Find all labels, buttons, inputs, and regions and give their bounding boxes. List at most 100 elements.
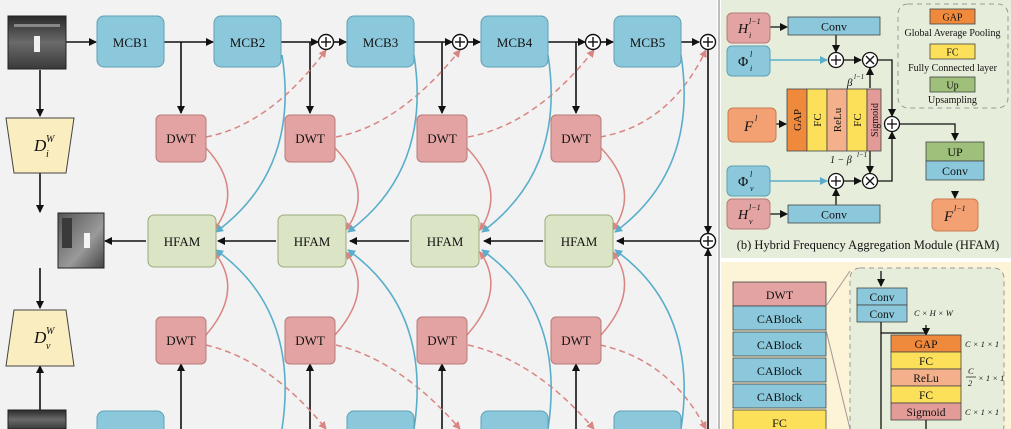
legend-fc-desc: Fully Connected layer	[908, 63, 998, 74]
hfam-2: HFAM	[294, 234, 331, 249]
mcb-row-bottom	[96, 410, 682, 429]
disc-v-sub: v	[46, 341, 51, 352]
legend-box	[897, 3, 1009, 109]
hfam-sigmoid-layer	[866, 88, 882, 152]
hfam-conv-bottom-label: Conv	[821, 208, 847, 222]
mcb-block-5: MCB5	[613, 15, 682, 68]
phi-v-sup: l	[750, 170, 753, 179]
hfam-4: HFAM	[561, 234, 598, 249]
hfam-gap-label: GAP	[792, 109, 804, 131]
cablock-relu: ReLu	[913, 373, 939, 385]
disc-i-sup: W	[46, 134, 56, 145]
hfam-input-hi	[726, 12, 771, 44]
cablock-dim-relu-tail: × 1 × 1	[978, 373, 1004, 383]
dwt-bottom-1: DWT	[166, 333, 196, 348]
hfam-sigmoid-label: Sigmoid	[870, 103, 881, 137]
one-minus-beta-sup: l−1	[857, 151, 867, 159]
hfam-row: HFAM HFAM HFAM HFAM	[147, 214, 614, 268]
dwt-top-1: DWT	[166, 131, 196, 146]
cablock-dim-relu-c: C	[968, 366, 974, 376]
hfam-caption: (b) Hybrid Frequency Aggregation Module …	[737, 238, 1000, 252]
hfam-panel: GAP Global Average Pooling FC Fully Conn…	[726, 3, 1009, 252]
infrared-input-image	[7, 15, 67, 70]
hfam-up-conv-label: Conv	[942, 164, 968, 178]
mcb-stack-cablock-1: CABlock	[757, 312, 802, 326]
zoom-line-top	[825, 270, 851, 307]
fl-sup: l	[755, 114, 758, 123]
hv-sup: l−1	[749, 203, 761, 212]
phi-v-label: Φ	[738, 175, 748, 190]
hv-sub: v	[749, 217, 753, 226]
mcb-block-4: MCB4	[480, 15, 549, 68]
hfam-input-fl	[727, 107, 777, 143]
hfam-3: HFAM	[427, 234, 464, 249]
fused-output-image	[57, 212, 105, 269]
main-flow-lines	[36, 38, 712, 429]
mcb-row-top: MCB1 MCB2 MCB3 MCB4 MCB5	[96, 15, 682, 68]
hfam-output-sup: l−1	[954, 204, 966, 213]
hfam-1: HFAM	[164, 234, 201, 249]
mcb-stack-cablock-3: CABlock	[757, 364, 802, 378]
legend-up-desc: Upsampling	[928, 95, 977, 106]
hfam-output-label: F	[943, 209, 954, 225]
mcb-5-label: MCB5	[630, 35, 665, 50]
hfam-up-label: UP	[947, 145, 963, 159]
cablock-conv-2: Conv	[870, 309, 895, 321]
main-sum-plus-signs	[321, 37, 713, 246]
legend-gap-tag: GAP	[942, 13, 962, 24]
beta-label: β	[846, 77, 853, 89]
one-minus-beta-label: 1 − β	[830, 155, 852, 166]
dwt-row-bottom: DWT DWT DWT DWT	[155, 316, 602, 365]
hfam-fc-label-1: FC	[812, 113, 824, 126]
hi-sup: l−1	[749, 17, 761, 26]
mcb-bottom-4	[480, 410, 549, 429]
legend-fc-tag: FC	[946, 48, 959, 59]
mcb-3-label: MCB3	[363, 35, 398, 50]
phi-i-label: Φ	[738, 55, 748, 70]
discriminator-infrared: D i W	[5, 117, 75, 174]
dwt-row-top: DWT DWT DWT DWT	[155, 114, 602, 163]
cablock-dim-chw: C × H × W	[914, 308, 954, 318]
hfam-up-conv	[925, 160, 985, 181]
cablock-fc-1: FC	[919, 356, 933, 368]
dwt-to-hfam-curves	[205, 147, 626, 336]
cablock-dim-gap: C × 1 × 1	[965, 339, 999, 349]
disc-v-sup: W	[46, 326, 56, 337]
legend-gap-desc: Global Average Pooling	[905, 28, 1001, 39]
mcb-stack-cablock-2: CABlock	[757, 338, 802, 352]
hfam-output	[931, 198, 979, 232]
hi-sub: i	[749, 31, 751, 40]
mcb-block-3: MCB3	[346, 15, 415, 68]
mcb-2-label: MCB2	[230, 35, 265, 50]
cablock-conv-1: Conv	[870, 292, 895, 304]
mcb-to-hfam-curves	[215, 54, 685, 429]
hfam-relu-label: ReLu	[832, 107, 844, 132]
cablock-fc-2: FC	[919, 390, 933, 402]
mcb-bottom-3	[346, 410, 415, 429]
dwt-bottom-2: DWT	[295, 333, 325, 348]
cablock-sigmoid: Sigmoid	[907, 407, 946, 419]
dashed-red-arrows	[205, 49, 707, 429]
cablock-dim-sig: C × 1 × 1	[965, 407, 999, 417]
visible-input-image	[7, 409, 67, 429]
disc-i-label: D	[33, 136, 47, 155]
phi-v-sub: v	[750, 184, 754, 193]
mcb-stack-dwt: DWT	[766, 288, 794, 302]
hfam-conv-top-label: Conv	[821, 20, 847, 34]
dwt-bottom-3: DWT	[427, 333, 457, 348]
hfam-input-phi-v	[726, 165, 771, 197]
hv-label: H	[737, 208, 749, 223]
hfam-input-phi-i	[726, 45, 771, 77]
cablock-dim-relu-2: 2	[968, 378, 973, 388]
hfam-fc-label-2: FC	[852, 113, 864, 126]
zoom-line-bottom	[825, 329, 851, 429]
mcb-block-2: MCB2	[213, 15, 282, 68]
hfam-conv-top	[787, 16, 881, 36]
mcb-stack-fc: FC	[772, 416, 787, 429]
discriminator-visible: D v W	[5, 309, 75, 367]
hi-label: H	[737, 22, 749, 37]
mcb-bottom-5	[613, 410, 682, 429]
dwt-top-4: DWT	[561, 131, 591, 146]
mcb-block-1: MCB1	[96, 15, 165, 68]
